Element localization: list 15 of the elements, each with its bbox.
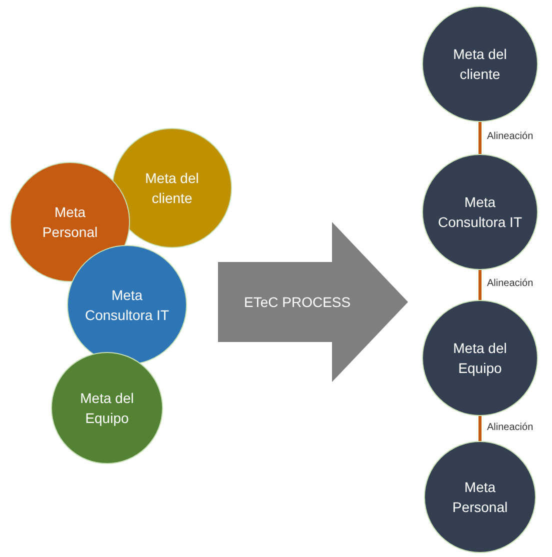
node-label: Meta del Equipo — [452, 339, 508, 378]
node-label: Meta del Equipo — [79, 389, 135, 428]
node-label: Meta Personal — [41, 203, 99, 242]
node-label: Meta Consultora IT — [438, 193, 522, 232]
connector-line — [478, 270, 482, 300]
edge-label: Alineación — [487, 131, 534, 142]
node-label: Meta Consultora IT — [84, 286, 170, 325]
arrow-label: ETeC PROCESS — [244, 294, 351, 310]
connector-line — [478, 416, 482, 441]
node-label: Meta Personal — [451, 478, 509, 517]
node-label: Meta del cliente — [144, 169, 200, 208]
connector-line — [478, 122, 482, 154]
edge-label: Alineación — [487, 278, 534, 289]
edge-label: Alineación — [487, 422, 534, 432]
node-label: Meta del cliente — [452, 45, 508, 84]
